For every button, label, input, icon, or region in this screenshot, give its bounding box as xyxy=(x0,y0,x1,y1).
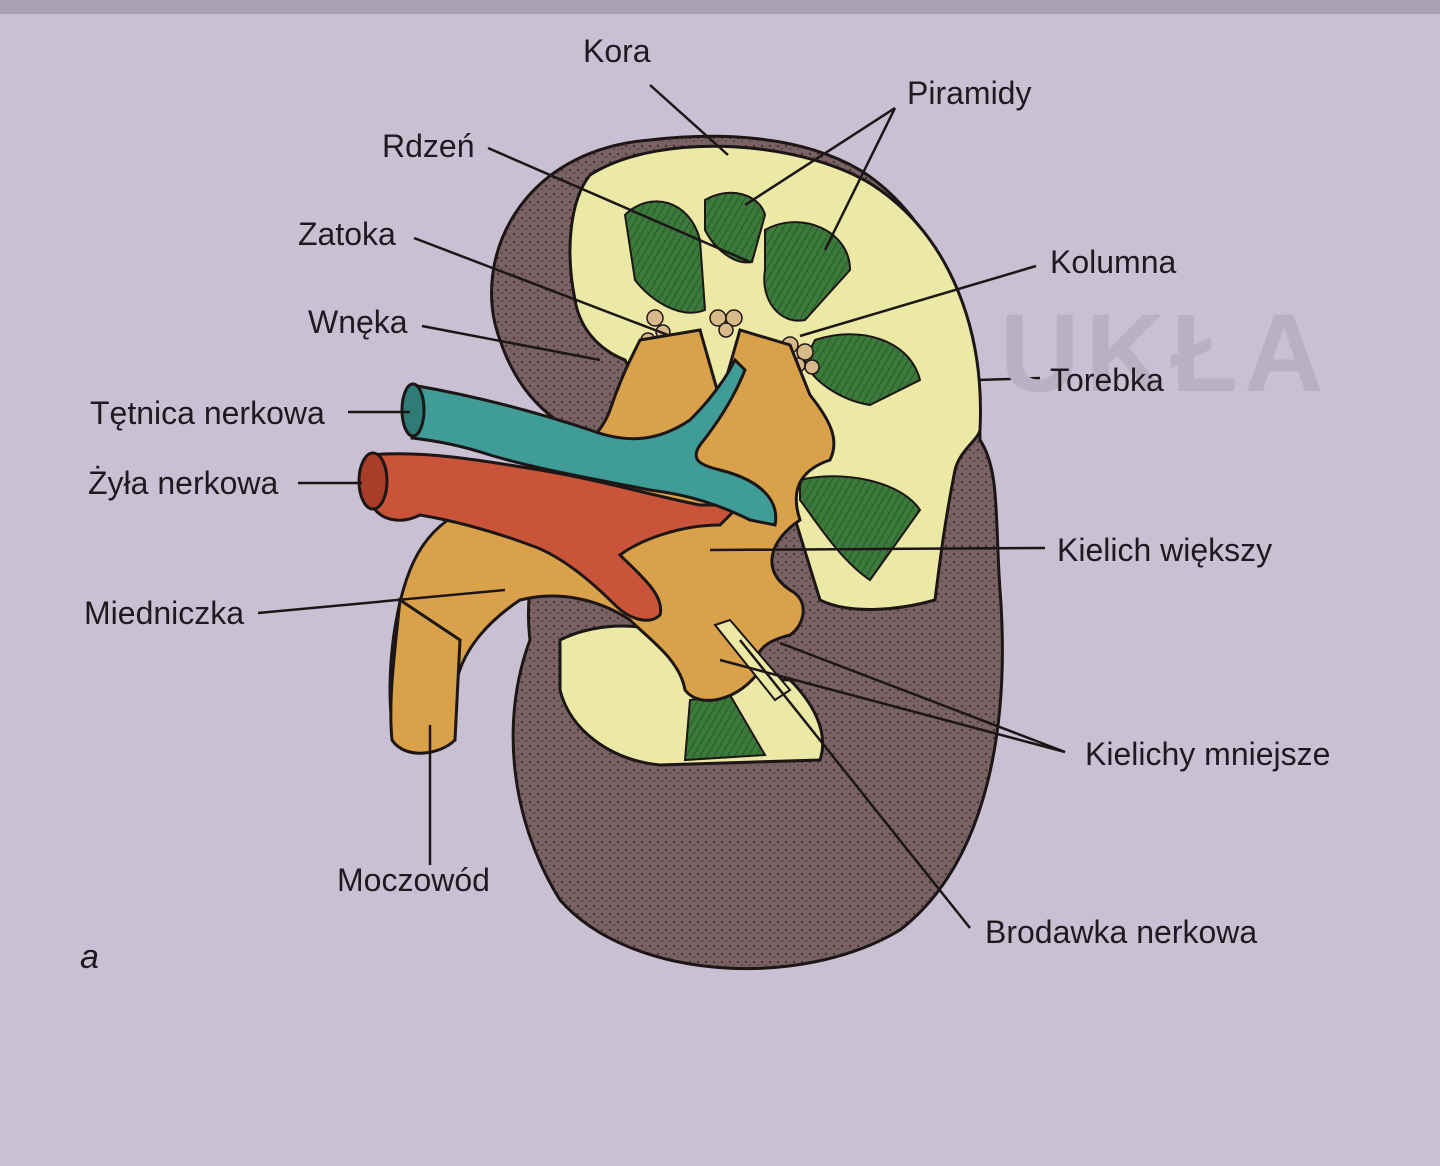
label-kielich-wiekszy: Kielich większy xyxy=(1057,532,1273,568)
label-wneka: Wnęka xyxy=(308,304,408,340)
label-moczowod: Moczowód xyxy=(337,862,490,898)
label-zyla-nerkowa: Żyła nerkowa xyxy=(88,465,279,501)
label-kolumna: Kolumna xyxy=(1050,244,1177,280)
ureter xyxy=(389,597,462,755)
leader-lines xyxy=(257,84,1066,929)
label-brodawka-nerkowa: Brodawka nerkowa xyxy=(985,914,1258,950)
label-torebka: Torebka xyxy=(1050,362,1164,398)
label-tetnica-nerkowa: Tętnica nerkowa xyxy=(90,395,325,431)
label-rdzen: Rdzeń xyxy=(382,128,475,164)
background-ghost-text: UKŁA xyxy=(1000,292,1330,415)
label-piramidy: Piramidy xyxy=(907,75,1032,111)
renal-artery xyxy=(410,357,778,527)
vein-opening xyxy=(357,451,389,511)
pyramids xyxy=(623,191,922,762)
renal-vein xyxy=(368,452,744,622)
label-miedniczka: Miedniczka xyxy=(84,595,245,631)
label-kielichy-mniejsze: Kielichy mniejsze xyxy=(1085,736,1331,772)
artery-opening xyxy=(400,382,426,438)
figure-letter: a xyxy=(80,938,99,976)
label-zatoka: Zatoka xyxy=(298,216,396,252)
page-edge xyxy=(0,0,1440,14)
label-kora: Kora xyxy=(583,33,651,69)
